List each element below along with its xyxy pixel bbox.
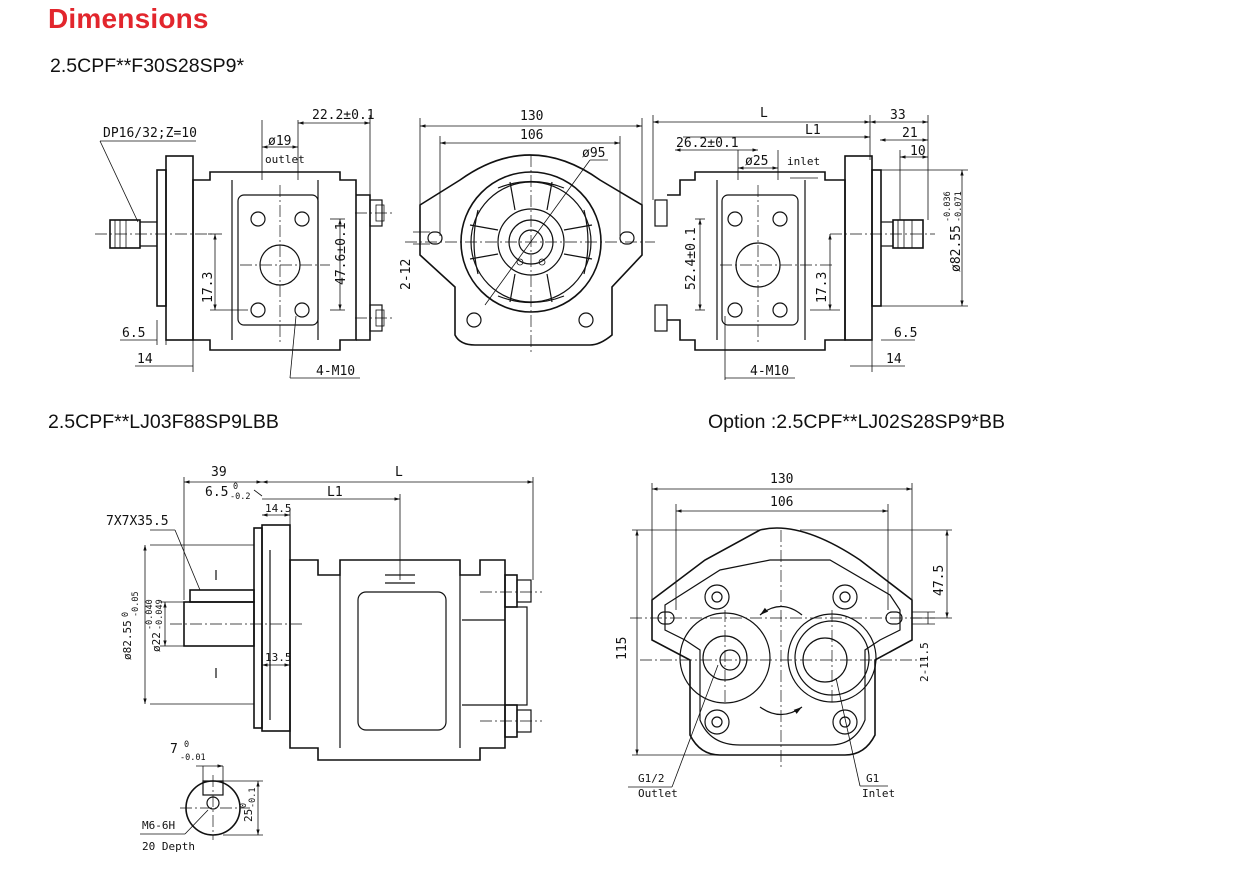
dim-phi22-tol-lo: -0.049 [155, 599, 165, 630]
label-g1-2: G1/2 [638, 772, 665, 785]
dim-key: 7X7X35.5 [106, 514, 169, 529]
dim-115: 115 [615, 637, 630, 660]
dim-L-bottom: L [395, 465, 403, 480]
page-title: Dimensions [48, 3, 209, 34]
view-lj03-side: 39 L 6.5 0 -0.2 L1 14.5 7X7X35.5 13.5 ø8… [106, 465, 542, 853]
dim-L-top: L [760, 106, 768, 121]
dim-L1-bottom: L1 [327, 485, 343, 500]
dim-phi25: ø25 [745, 154, 768, 169]
dim-33: 33 [890, 108, 906, 123]
dim-22-2: 22.2±0.1 [312, 108, 375, 123]
dim-39: 39 [211, 465, 227, 480]
dim-tol-hi-top: -0.036 [943, 191, 953, 222]
view-lj02-front: 130 106 47.5 115 2-11.5 G1/2 Outlet G1 I… [615, 472, 952, 800]
dim-26-2: 26.2±0.1 [676, 136, 739, 151]
dim-47-5: 47.5 [932, 565, 947, 596]
dim-6-5-right: 6.5 [894, 326, 917, 341]
dim-phi82-tol-hi: 0 [121, 612, 131, 617]
label-g1: G1 [866, 772, 879, 785]
dim-52-4: 52.4±0.1 [684, 227, 699, 290]
dim-2-12: 2-12 [399, 259, 414, 290]
dim-tol-lo-top: -0.071 [954, 191, 964, 222]
dim-20-depth: 20 Depth [142, 840, 195, 853]
label-outlet-1: outlet [265, 153, 305, 166]
dim-6-5-bottom: 6.5 [205, 485, 228, 500]
dim-phi82-55-top: ø82.55 [949, 225, 964, 272]
dim-7: 7 [170, 742, 178, 757]
label-inlet-1: inlet [787, 155, 820, 168]
dim-4-m10-right: 4-M10 [750, 364, 789, 379]
dim-spline: DP16/32;Z=10 [103, 126, 197, 141]
model-label-bottom-right: Option :2.5CPF**LJ02S28SP9*BB [708, 411, 1006, 433]
dim-25: 25 [242, 809, 255, 822]
dim-47-6: 47.6±0.1 [334, 222, 349, 285]
dim-106-top: 106 [520, 128, 543, 143]
dim-130-bottom: 130 [770, 472, 793, 487]
dim-phi22: ø22 [150, 632, 163, 652]
view-side-outlet: DP16/32;Z=10 ø19 outlet 22.2±0.1 47.6±0.… [95, 108, 392, 379]
dim-14-left: 14 [137, 352, 153, 367]
view-front: 130 106 ø95 2-12 [399, 109, 655, 355]
dim-7-tol-lo: -0.01 [180, 753, 206, 763]
dim-106-bottom: 106 [770, 495, 793, 510]
dim-2-11-5: 2-11.5 [918, 642, 931, 682]
dim-14-right: 14 [886, 352, 902, 367]
view-side-inlet: L L1 33 21 10 26.2±0.1 ø25 inlet 52.4±0.… [652, 106, 968, 380]
label-inlet-2: Inlet [862, 787, 895, 800]
model-label-top: 2.5CPF**F30S28SP9* [50, 55, 245, 77]
dim-m6-6h: M6-6H [142, 819, 175, 832]
dim-17-3-left: 17.3 [201, 272, 216, 303]
dim-10: 10 [910, 144, 926, 159]
dim-L1-top: L1 [805, 123, 821, 138]
dim-14-5: 14.5 [265, 502, 292, 515]
dim-25-tol-lo: -0.1 [248, 788, 258, 808]
dim-phi82-tol-lo: -0.05 [131, 591, 141, 617]
model-label-bottom-left: 2.5CPF**LJ03F88SP9LBB [48, 411, 279, 433]
label-outlet-2: Outlet [638, 787, 678, 800]
dim-130-top: 130 [520, 109, 543, 124]
dim-phi82-55-bottom: ø82.55 [121, 620, 134, 660]
dim-6-5-left: 6.5 [122, 326, 145, 341]
dim-17-3-right: 17.3 [815, 272, 830, 303]
dim-phi22-tol-hi: -0.040 [145, 599, 155, 630]
dim-6-5-tol-lo: -0.2 [230, 492, 250, 502]
dim-13-5: 13.5 [265, 651, 292, 664]
dim-phi95: ø95 [582, 146, 605, 161]
dim-phi19: ø19 [268, 134, 291, 149]
dim-6-5-tol-hi: 0 [233, 482, 238, 492]
dim-4-m10-left: 4-M10 [316, 364, 355, 379]
dim-25-tol-hi: 0 [239, 803, 249, 808]
dim-7-tol-hi: 0 [184, 740, 189, 750]
dim-21: 21 [902, 126, 918, 141]
